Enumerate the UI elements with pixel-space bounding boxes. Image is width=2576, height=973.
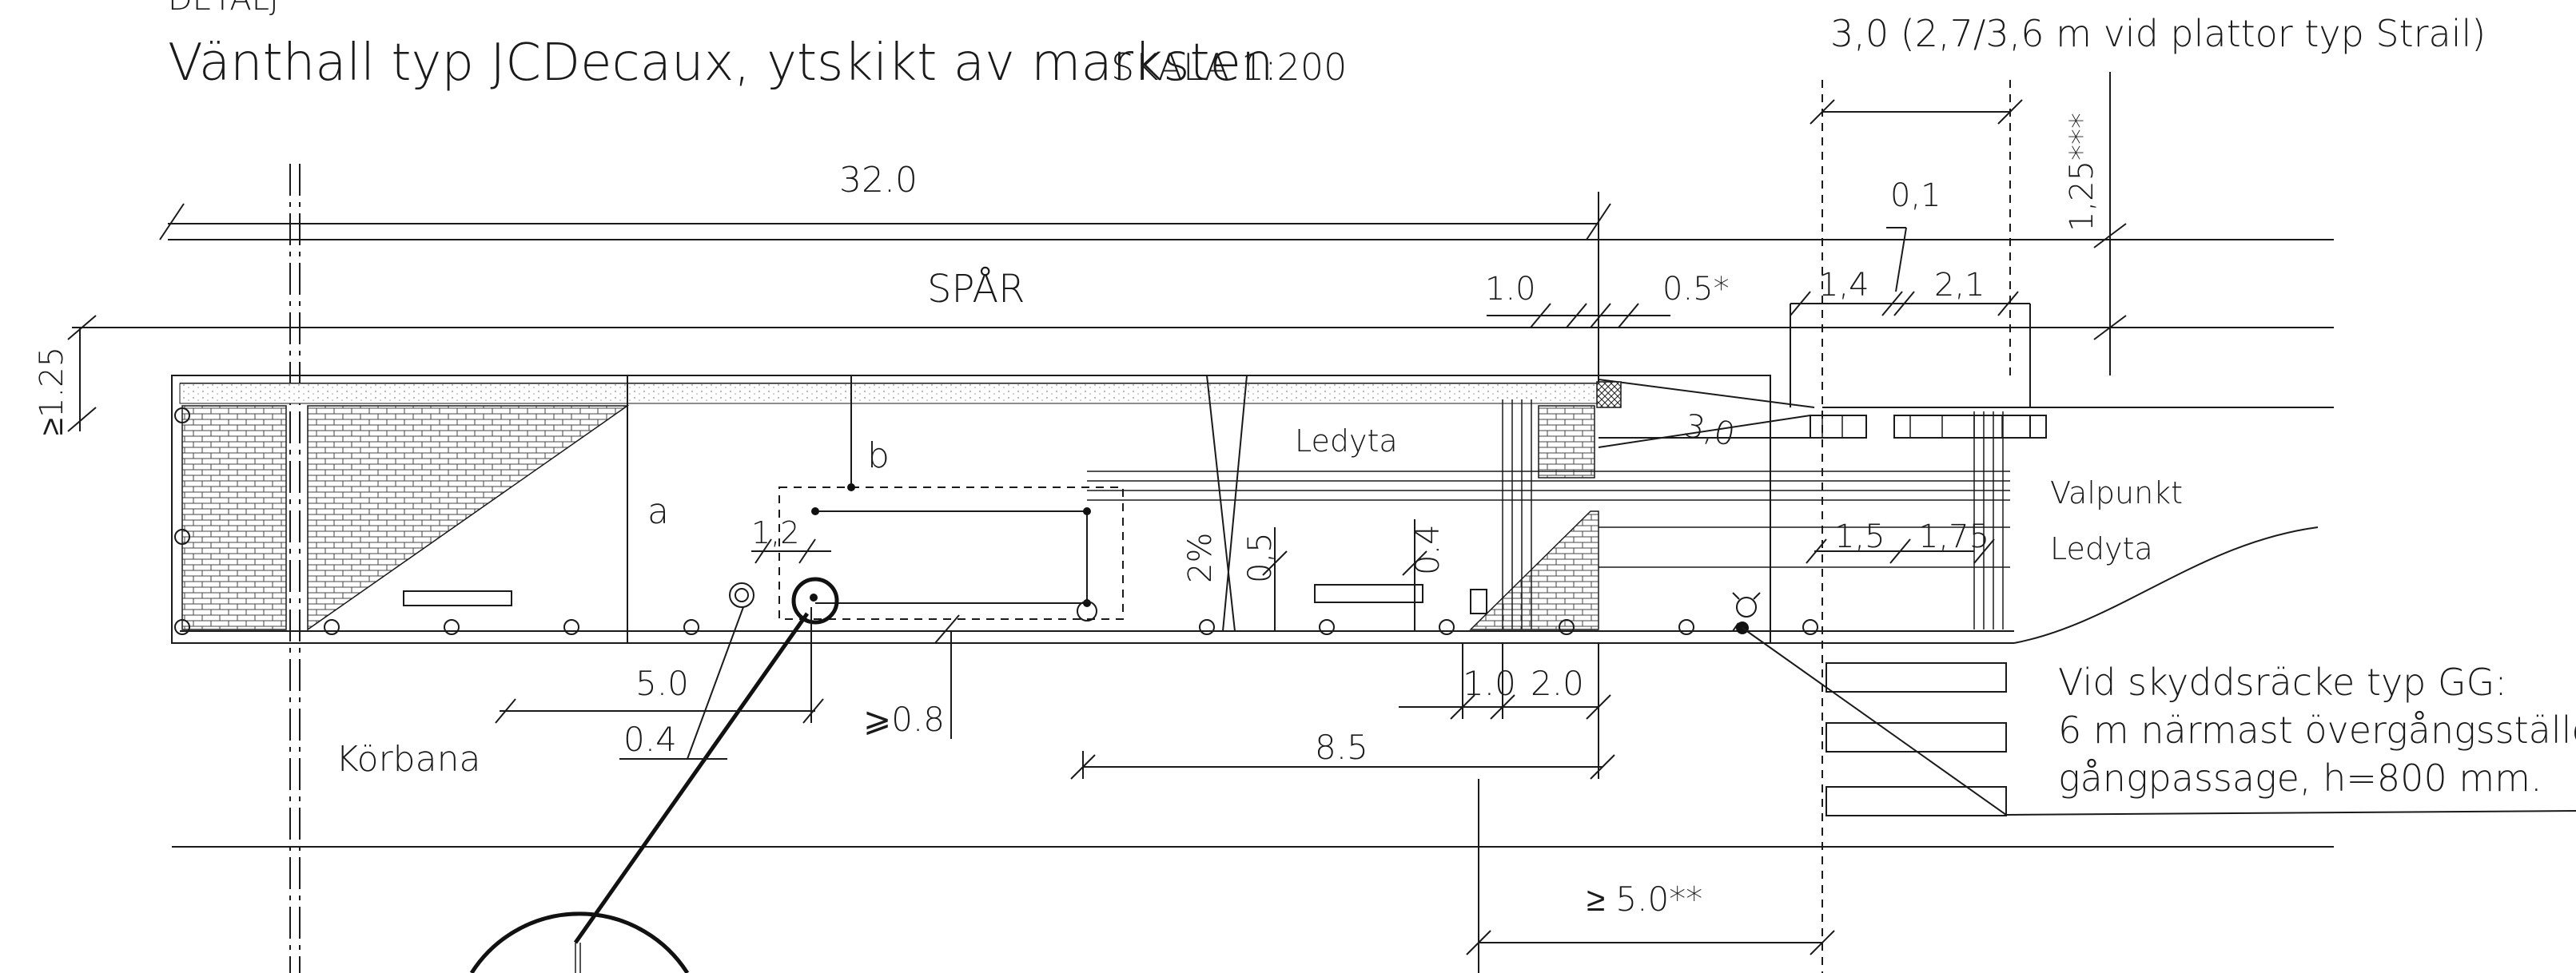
dims-lower bbox=[495, 606, 1835, 973]
label-b: b bbox=[867, 435, 890, 476]
guide-label-right: Ledyta bbox=[2050, 531, 2153, 566]
dim-2-1-label: 2,1 bbox=[1934, 267, 1985, 304]
dim-0-4-label: 0.4 bbox=[623, 720, 677, 759]
dim-1-75-label: 1,75 bbox=[1918, 518, 1989, 555]
crosswalk bbox=[1825, 662, 2007, 816]
label-a: a bbox=[647, 491, 669, 532]
note-line-1: Vid skyddsräcke typ GG: bbox=[2058, 661, 2507, 704]
dim-5-0-label: 5.0 bbox=[635, 664, 689, 703]
paving-triangle bbox=[307, 405, 630, 631]
dim-5-0-stars-label: ≥ 5.0** bbox=[1587, 880, 1702, 919]
dim-0-5-star-label: 0.5* bbox=[1662, 271, 1730, 308]
lamp-symbol-icon bbox=[1732, 592, 2007, 816]
bench-mid bbox=[1314, 584, 1423, 603]
dim-0-5-label: 0,5 bbox=[1242, 532, 1279, 583]
tactile-guide bbox=[1087, 399, 2010, 629]
bollards bbox=[174, 407, 1818, 635]
scale-label: SKALA 1:200 bbox=[1111, 46, 1347, 89]
waiting-hall-outline bbox=[778, 486, 1124, 620]
detail-callout bbox=[469, 577, 839, 973]
note-line-3: gångpassage, h=800 mm. bbox=[2058, 757, 2542, 800]
hall-corner-dot bbox=[847, 483, 855, 491]
dim-1-2-label: 1,2 bbox=[751, 515, 799, 550]
guide-label-top: Ledyta bbox=[1295, 423, 1398, 459]
dim-1-0-bottom-label: 1.0 bbox=[1463, 664, 1516, 703]
dim-0-8-label: ⩾0.8 bbox=[863, 700, 945, 739]
paving-block-mid bbox=[1538, 405, 1595, 479]
dim-8-5-label: 8.5 bbox=[1315, 728, 1368, 767]
top-right-note: 3,0 (2,7/3,6 m vid plattor typ Strail) bbox=[1830, 12, 2486, 55]
dim-3-0-label: 3,0 bbox=[1681, 407, 1738, 454]
crosshatch-block bbox=[1596, 381, 1622, 408]
hall-corner-dot bbox=[1083, 507, 1091, 515]
dim-1-25-label: ≥1.25 bbox=[34, 347, 70, 435]
note-leader bbox=[2005, 810, 2576, 816]
track-label: SPÅR bbox=[927, 266, 1025, 312]
dim-0-1-label: 0,1 bbox=[1890, 177, 1941, 214]
dim-1-25-stars-label: 1,25*** bbox=[2064, 113, 2100, 232]
dim-2-0-label: 2.0 bbox=[1531, 664, 1584, 703]
ref-line-slope bbox=[1206, 375, 1236, 632]
hall-corner-dot bbox=[1083, 599, 1091, 607]
paving-left bbox=[181, 405, 287, 630]
dims-upper-right bbox=[1487, 72, 2127, 973]
dim-1-5-label: 1,5 bbox=[1834, 518, 1885, 555]
dim-1-0-top-label: 1.0 bbox=[1485, 271, 1536, 308]
dim-0-4-v-label: 0.4 bbox=[1410, 524, 1447, 575]
hall-corner-dot bbox=[811, 507, 819, 515]
gravel-strip bbox=[179, 383, 1599, 404]
dim-1-4-label: 1,4 bbox=[1818, 267, 1869, 304]
track-lines bbox=[168, 239, 2334, 848]
drawing-title: Vänthall typ JCDecaux, ytskikt av markst… bbox=[168, 34, 1273, 93]
note-line-2: 6 m närmast övergångsställe/ bbox=[2058, 709, 2576, 752]
cropped-title: DETALJ bbox=[168, 0, 279, 18]
post-small bbox=[1470, 589, 1487, 614]
dims-interior bbox=[751, 519, 1995, 631]
choice-point-label: Valpunkt bbox=[2050, 475, 2183, 510]
dim-32 bbox=[159, 192, 1611, 383]
bench-left bbox=[403, 590, 512, 606]
dim-1-25 bbox=[67, 315, 168, 432]
road-label: Körbana bbox=[336, 739, 480, 780]
dim-2pct-label: 2% bbox=[1182, 533, 1219, 583]
paving-lower bbox=[1469, 510, 1599, 630]
ref-line-slope-2 bbox=[1222, 375, 1248, 632]
dim-32-label: 32.0 bbox=[839, 160, 918, 201]
